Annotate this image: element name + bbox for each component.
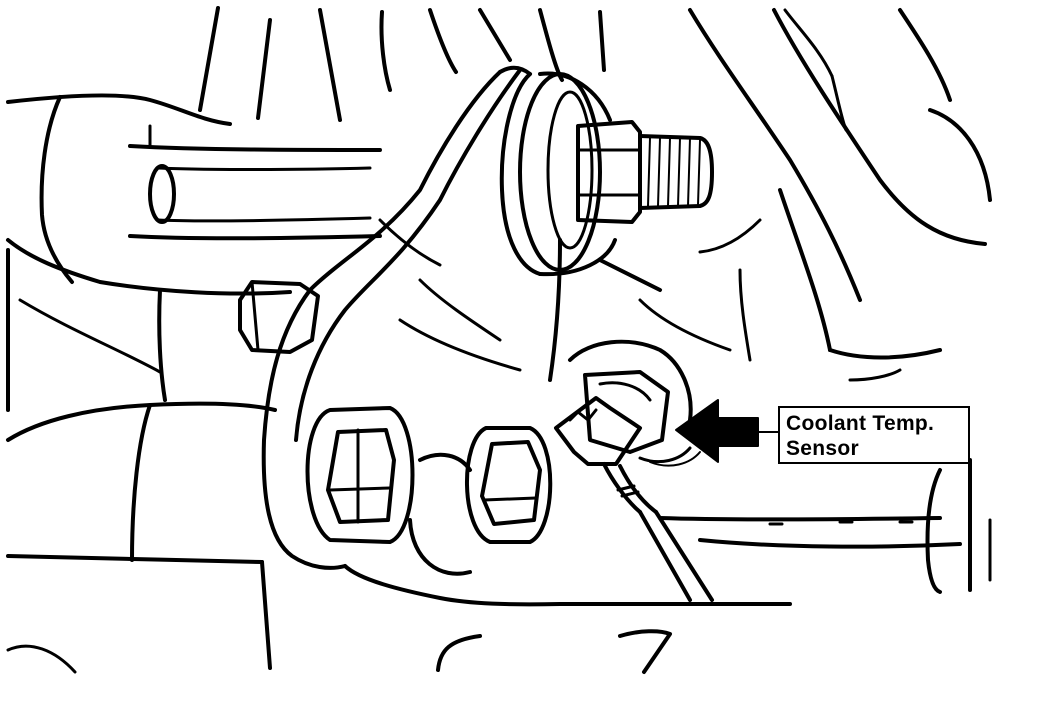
mounting-bracket (261, 65, 792, 607)
right-lower-casting (658, 458, 992, 594)
sensor-connector (554, 396, 714, 602)
mount-cylinder (128, 124, 382, 241)
pointer-arrow-left-icon (675, 399, 779, 463)
bottom-casting-lines (260, 560, 672, 674)
upper-stud-bolt (499, 71, 714, 277)
engine-block-left (6, 6, 342, 674)
coolant-temp-sensor-callout: Coolant Temp. Sensor (778, 406, 970, 464)
hex-bolt-lower-middle (408, 426, 553, 576)
right-arm-casting (598, 8, 992, 382)
hex-nut-left-small (238, 280, 320, 354)
sensor-housing (568, 339, 701, 467)
hex-bolt-lower-left (305, 406, 415, 544)
callout-line-1: Coolant Temp. (786, 412, 935, 435)
callout-line-2: Sensor (786, 437, 859, 460)
